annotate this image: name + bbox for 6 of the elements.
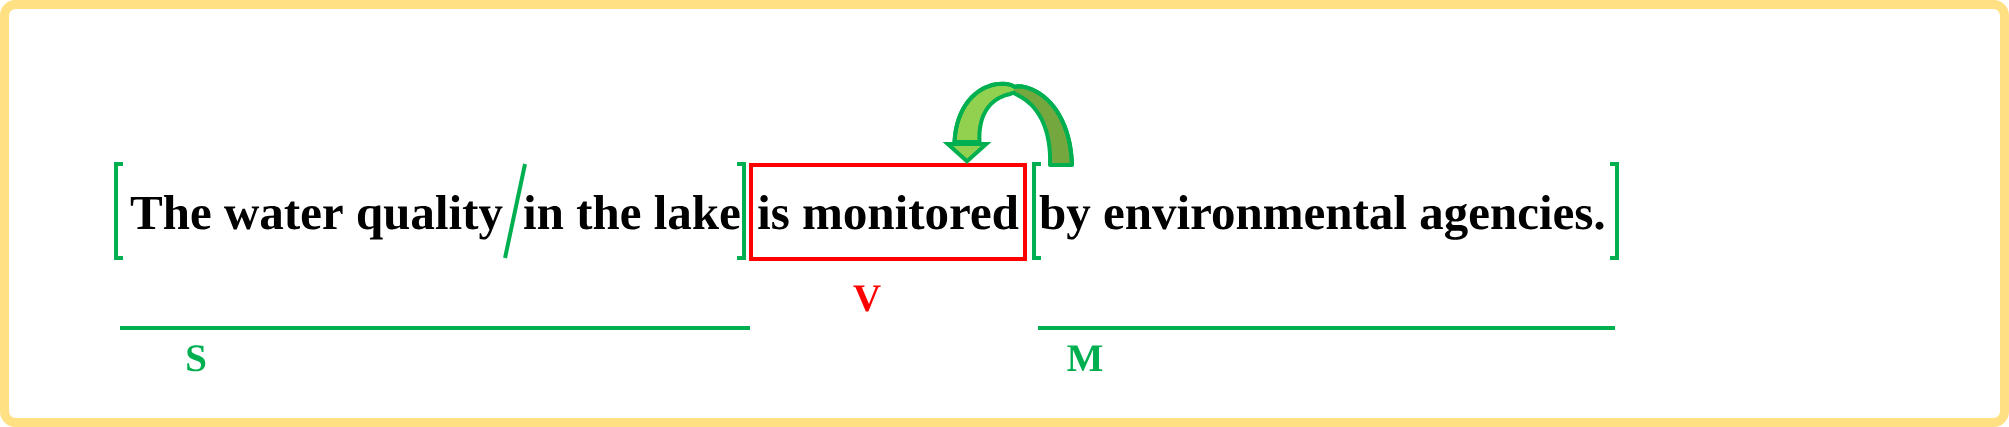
- bracketed-phrase: The water quality in the lake: [114, 162, 746, 260]
- role-label: M: [1067, 345, 1103, 371]
- role-label: V: [853, 285, 881, 312]
- role-label: S: [187, 345, 206, 372]
- highlight-box: is monitored: [749, 163, 1027, 261]
- bracketed-phrase: by environmental agencies.: [1032, 162, 1619, 260]
